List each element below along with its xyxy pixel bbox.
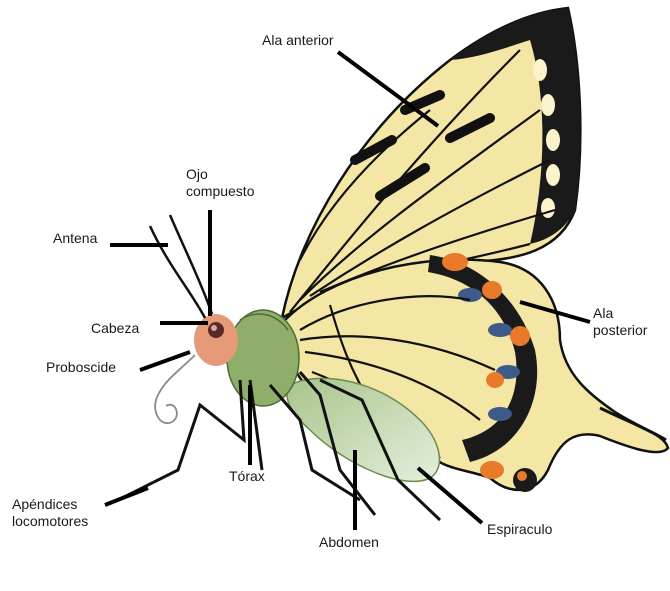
label-apendices-locomotores: Apéndices locomotores — [12, 496, 88, 530]
label-espiraculo: Espiraculo — [487, 521, 552, 538]
label-antena: Antena — [53, 230, 97, 247]
label-proboscide: Proboscide — [46, 359, 116, 376]
antennae — [150, 215, 212, 318]
label-ojo-compuesto: Ojo compuesto — [186, 166, 254, 200]
label-cabeza: Cabeza — [91, 320, 139, 337]
thorax-shape — [227, 310, 299, 406]
proboscis — [155, 355, 195, 423]
label-torax: Tórax — [229, 468, 265, 485]
label-ala-posterior: Ala posterior — [593, 305, 647, 339]
label-ala-anterior: Ala anterior — [262, 32, 334, 49]
label-abdomen: Abdomen — [319, 534, 379, 551]
